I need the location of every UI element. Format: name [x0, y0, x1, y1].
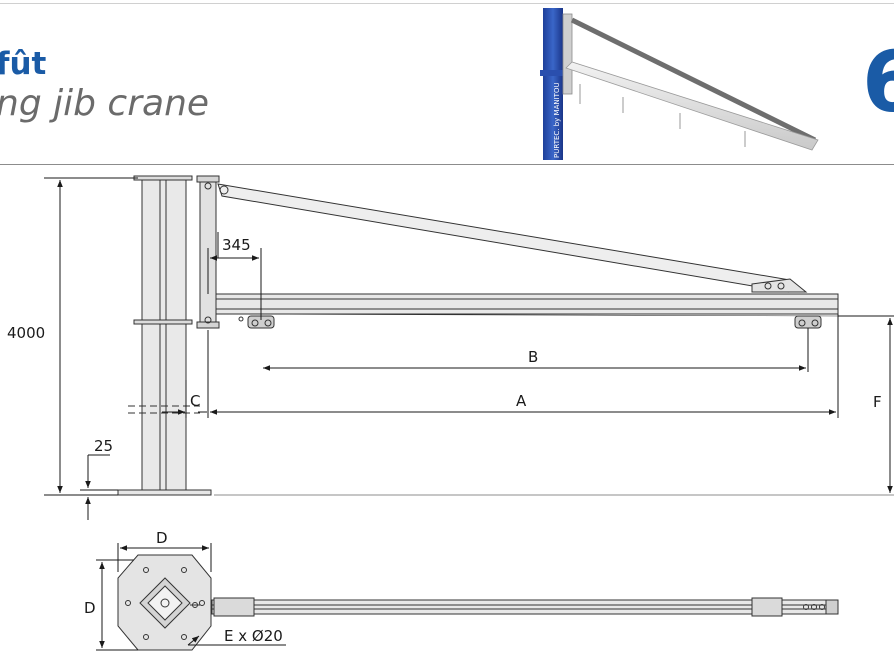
label-f: F	[873, 393, 882, 411]
product-photo: PURTEC. by MANITOU	[540, 8, 819, 160]
side-elevation	[117, 175, 839, 496]
tie-rod-end-plate	[751, 278, 808, 293]
dimension-lines	[44, 177, 894, 520]
photo-pillar-collar	[540, 70, 566, 76]
label-height-4000: 4000	[7, 324, 45, 342]
top-rule	[0, 3, 894, 4]
photo-brand-text: PURTEC. by MANITOU	[553, 82, 561, 158]
label-345: 345	[222, 236, 251, 254]
label-a: A	[516, 392, 527, 410]
pillar-top-flange	[133, 175, 193, 181]
photo-jib-arm	[565, 61, 819, 151]
plan-view	[117, 554, 839, 651]
label-25: 25	[94, 437, 113, 455]
title-english: ng jib crane	[0, 83, 210, 124]
tie-rod-pin-left	[219, 185, 229, 195]
header-rule	[0, 164, 894, 165]
photo-bracket	[562, 13, 573, 95]
page-header: fût ng jib crane 6	[0, 0, 894, 165]
photo-pillar	[543, 8, 563, 160]
page-number: 6	[862, 33, 894, 131]
pillar-plan-inner	[147, 585, 183, 621]
pillar-mid-flange	[133, 319, 193, 325]
jib-beam	[215, 293, 839, 315]
plan-dimensions	[96, 543, 286, 651]
title-french: fût	[0, 46, 47, 82]
tie-rod	[217, 183, 791, 293]
label-d-side: D	[84, 599, 96, 617]
label-e-holes: E x Ø20	[224, 627, 283, 645]
pillar	[141, 177, 187, 491]
label-c: C	[190, 392, 200, 410]
label-b: B	[528, 348, 538, 366]
label-d-top: D	[156, 529, 168, 547]
photo-tie-rod	[570, 17, 817, 143]
jib-arm-plan	[211, 599, 839, 615]
base-plate	[117, 489, 212, 496]
